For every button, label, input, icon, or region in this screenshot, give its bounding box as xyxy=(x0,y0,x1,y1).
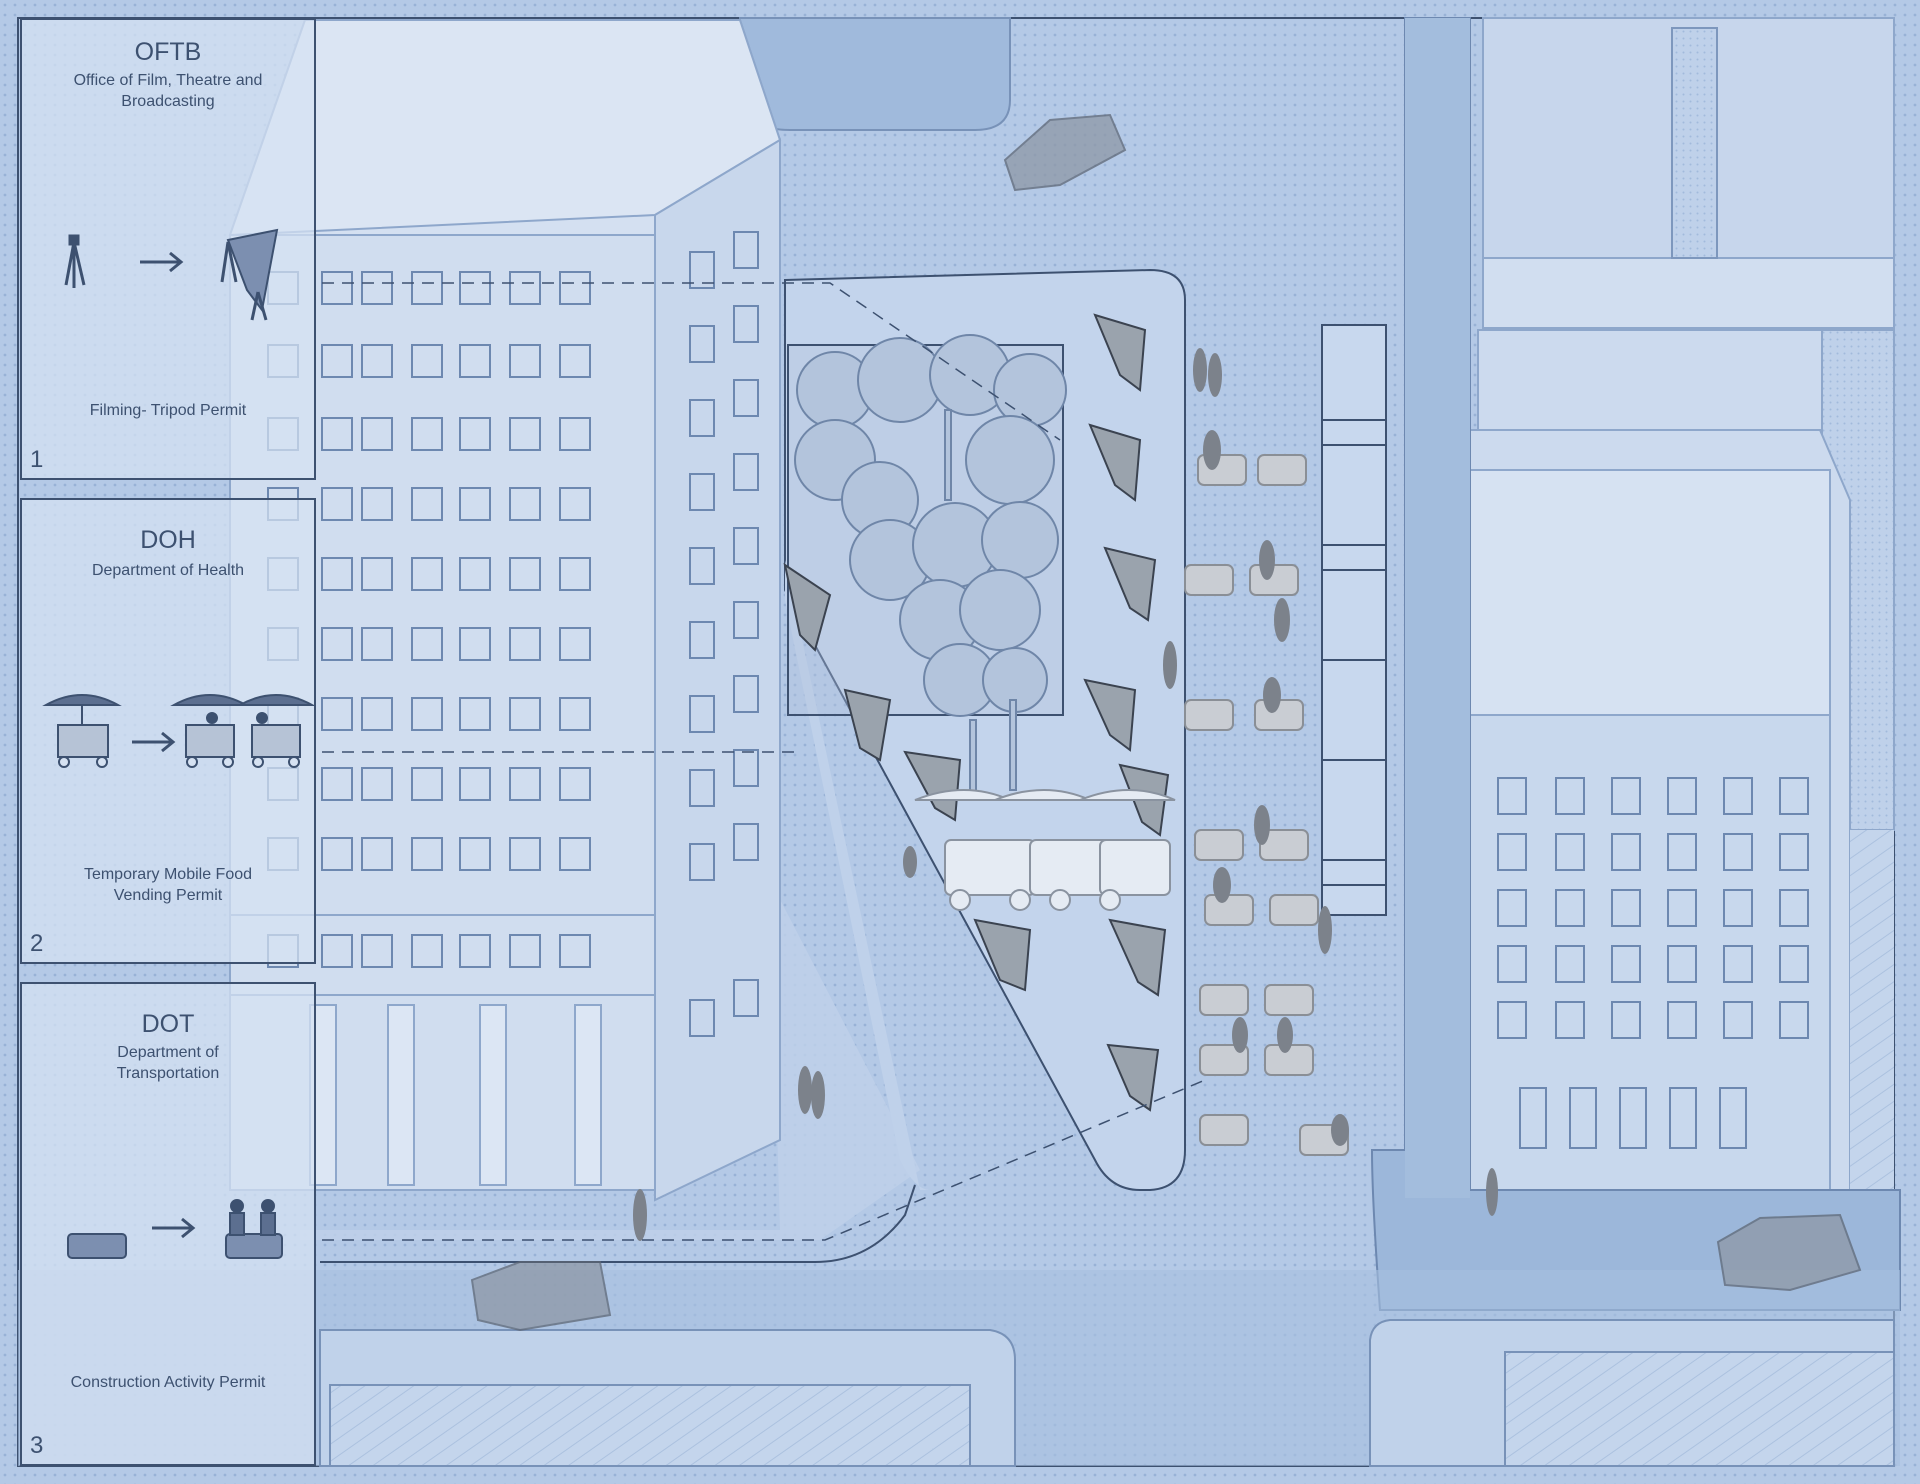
food-carts-with-vendors-icon xyxy=(170,694,314,768)
tripod-canopy-icon xyxy=(220,228,279,321)
sidewalk-main xyxy=(300,880,920,1240)
right-arrow-icon xyxy=(140,251,184,273)
panel-number: 2 xyxy=(30,930,44,957)
permit-name: Filming- Tripod Permit xyxy=(89,402,247,419)
tripod-canopy-group xyxy=(783,313,1170,1112)
permit-name: Construction Activity Permit xyxy=(70,1374,266,1391)
car-group xyxy=(470,113,1862,1332)
barrier-with-people-icon xyxy=(225,1199,283,1259)
barrier-block-group xyxy=(1184,454,1349,1156)
building-top-right xyxy=(1477,17,1895,831)
people-group xyxy=(633,348,1498,1241)
permit-panel-doh: DOH Department of Health Temporary Mobil… xyxy=(20,498,316,964)
tripod-icon xyxy=(64,234,86,288)
permit-name: Temporary Mobile Food Vending Permit xyxy=(83,866,253,904)
barrier-block-icon xyxy=(67,1233,127,1259)
narrow-canopy-structure xyxy=(1321,324,1387,916)
permit-panel-dot: DOT Department of Transportation Constru… xyxy=(20,982,316,1466)
panel-number: 1 xyxy=(30,446,44,473)
agency-name: Department of Health xyxy=(91,562,245,579)
food-cart-icon xyxy=(42,694,122,768)
agency-abbreviation: OFTB xyxy=(134,38,202,66)
permit-panel-oftb: OFTB Office of Film, Theatre and Broadca… xyxy=(20,18,316,480)
agency-abbreviation: DOT xyxy=(141,1010,195,1038)
right-arrow-icon xyxy=(152,1217,196,1239)
building-right xyxy=(1469,429,1894,1191)
panel-illustration xyxy=(42,694,314,768)
panel-illustration xyxy=(64,228,279,321)
food-cart-group xyxy=(914,789,1176,911)
panel-number: 3 xyxy=(30,1432,44,1459)
agency-abbreviation: DOH xyxy=(140,526,196,554)
connector-lines xyxy=(322,282,1206,1241)
street-top-left xyxy=(739,17,1011,131)
right-arrow-icon xyxy=(132,731,176,753)
tree-canopy xyxy=(787,334,1067,801)
agency-name: Office of Film, Theatre and Broadcasting xyxy=(73,72,263,110)
panel-illustration xyxy=(67,1199,283,1259)
agency-name: Department of Transportation xyxy=(116,1044,220,1082)
